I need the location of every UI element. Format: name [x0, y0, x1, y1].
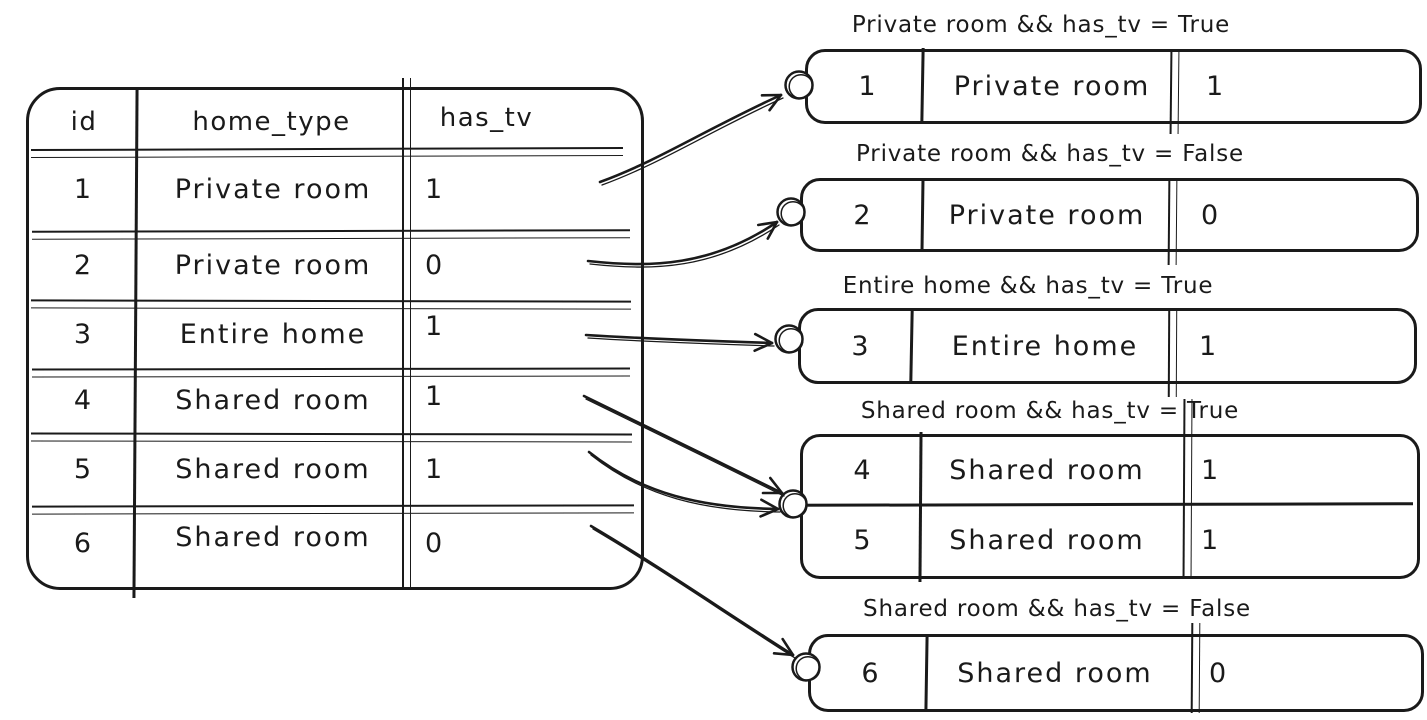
flow-arrowhead	[772, 652, 795, 657]
cell-has-tv: 1	[425, 453, 445, 485]
cell-home-type: Private room	[948, 199, 1146, 231]
partition-group-shared-true: 4 Shared room 1 5 Shared room 1	[794, 398, 1420, 583]
group-divider	[920, 47, 925, 123]
cell-id: 3	[851, 330, 871, 362]
table-row: 2 Private room 0	[29, 230, 641, 300]
cell-has-tv: 1	[1199, 330, 1219, 362]
group-divider	[1167, 308, 1178, 398]
cell-id: 6	[73, 527, 94, 559]
partition-group-private-true: 1 Private room 1	[805, 47, 1422, 135]
cell-id: 1	[73, 173, 94, 205]
column-header-home-type: home_type	[192, 107, 351, 137]
source-table: id home_type has_tv 1 Private room 1 2 P…	[26, 78, 644, 599]
partition-group-private-false: 2 Private room 0	[800, 177, 1419, 266]
cell-id: 4	[73, 385, 94, 416]
cell-home-type: Private room	[174, 173, 372, 205]
cell-id: 6	[861, 657, 881, 689]
partition-label-entire-true: Entire home && has_tv = True	[842, 273, 1214, 299]
partition-label-shared-true: Shared room && has_tv = True	[860, 398, 1240, 424]
partition-group-entire-true: 3 Entire home 1	[798, 307, 1417, 398]
cell-has-tv: 0	[425, 527, 445, 559]
cell-id: 2	[853, 199, 873, 231]
cell-id: 5	[853, 524, 873, 556]
cell-home-type: Entire home	[179, 318, 367, 350]
cell-home-type: Shared room	[175, 385, 371, 416]
group-row: 4 Shared room 1	[803, 437, 1417, 503]
group-divider	[920, 177, 925, 253]
flow-arrowhead	[760, 498, 780, 511]
cell-has-tv: 0	[1201, 199, 1221, 231]
cell-has-tv: 1	[425, 310, 445, 342]
group-divider	[1169, 49, 1180, 135]
cell-has-tv: 0	[1209, 657, 1229, 689]
flow-arrowhead	[756, 220, 779, 227]
table-row: 4 Shared room 1	[29, 368, 641, 433]
cell-home-type: Private room	[174, 249, 372, 281]
cell-home-type: Shared room	[949, 454, 1145, 486]
group-divider	[1190, 622, 1201, 714]
flow-arrowhead	[768, 93, 783, 112]
cell-id: 3	[73, 318, 94, 350]
table-row: 6 Shared room 0	[29, 505, 641, 581]
cell-home-type: Entire home	[951, 330, 1139, 362]
cell-id: 4	[853, 454, 873, 486]
flow-arrowhead	[781, 637, 795, 657]
flow-arrowhead	[753, 341, 774, 353]
cell-home-type: Shared room	[957, 657, 1153, 689]
table-row: 5 Shared room 1	[29, 433, 641, 505]
cell-home-type: Shared room	[949, 524, 1145, 556]
flow-arrowhead	[766, 220, 779, 240]
column-header-has-tv: has_tv	[439, 103, 534, 133]
partition-label-shared-false: Shared room && has_tv = False	[863, 596, 1251, 622]
cell-id: 5	[73, 453, 94, 485]
partition-label-private-true: Private room && has_tv = True	[851, 12, 1231, 38]
partition-label-private-false: Private room && has_tv = False	[856, 141, 1244, 167]
flow-arrowhead	[753, 332, 774, 345]
cell-has-tv: 1	[425, 381, 445, 412]
column-header-id: id	[70, 107, 98, 137]
cell-has-tv: 1	[425, 173, 445, 205]
cell-has-tv: 1	[1206, 71, 1226, 102]
cell-home-type: Shared room	[175, 521, 371, 553]
cell-home-type: Private room	[953, 71, 1151, 102]
partition-group-shared-false: 6 Shared room 0	[808, 622, 1424, 714]
flow-arrowhead	[769, 476, 784, 495]
table-row: 3 Entire home 1	[29, 300, 641, 368]
cell-id: 2	[73, 249, 94, 281]
cell-has-tv: 1	[1201, 524, 1221, 556]
group-row: 5 Shared room 1	[803, 508, 1417, 572]
cell-has-tv: 0	[425, 249, 445, 281]
cell-home-type: Shared room	[175, 453, 371, 485]
group-divider	[1167, 178, 1178, 266]
table-column-divider-hastv	[402, 78, 411, 588]
flow-arrowhead	[759, 507, 780, 518]
group-divider	[924, 633, 929, 713]
cell-id: 1	[858, 71, 878, 102]
table-row: 1 Private room 1	[29, 148, 641, 230]
group-divider	[909, 307, 914, 385]
cell-has-tv: 1	[1201, 454, 1221, 486]
